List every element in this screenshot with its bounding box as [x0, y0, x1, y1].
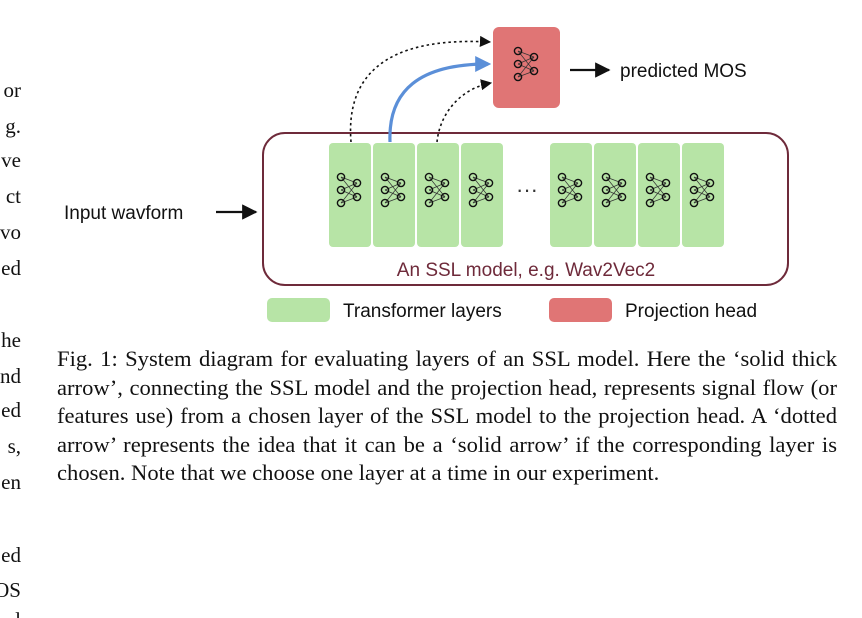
left-fragment: vo: [0, 220, 21, 244]
layer-network-icon: [380, 172, 406, 208]
left-fragment: ct: [5, 184, 21, 208]
dotted-arrow-layer-3: [436, 79, 493, 143]
left-fragment: ve: [1, 148, 21, 172]
left-fragment: s,: [7, 434, 21, 458]
projection-network-icon: [513, 46, 539, 82]
dotted-arrow-layer-1: [349, 35, 492, 143]
figure-caption: Fig. 1: System diagram for evaluating la…: [57, 346, 837, 486]
layer-network-icon: [468, 172, 494, 208]
left-fragment: ed: [1, 398, 21, 422]
output-label: predicted MOS: [620, 61, 747, 82]
system-diagram: An SSL model, e.g. Wav2Vec2 ··· Input wa…: [64, 27, 789, 322]
legend-swatch-transformer: [267, 298, 330, 322]
transformer-layers: [329, 143, 724, 247]
solid-thick-arrow: [388, 56, 492, 143]
legend-label-projection: Projection head: [625, 301, 757, 322]
left-fragment: OS: [0, 578, 21, 602]
layer-network-icon: [557, 172, 583, 208]
transformer-layer-block: [373, 143, 415, 247]
transformer-layer-block: [682, 143, 724, 247]
left-fragment: en: [1, 470, 21, 494]
left-column-fragments: or g. ve ct vo ed he nd ed s, en ed OS l: [0, 0, 24, 618]
left-fragment: ed: [1, 256, 21, 280]
legend-swatch-projection: [549, 298, 612, 322]
left-fragment: nd: [0, 364, 21, 388]
layer-network-icon: [424, 172, 450, 208]
layer-network-icon: [689, 172, 715, 208]
left-fragment: l: [15, 610, 21, 618]
layer-network-icon: [645, 172, 671, 208]
legend-label-transformer: Transformer layers: [343, 301, 502, 322]
left-fragment: ed: [1, 543, 21, 567]
left-fragment: or: [3, 78, 22, 102]
layer-network-icon: [336, 172, 362, 208]
left-fragment: he: [1, 328, 21, 352]
transformer-layer-block: [329, 143, 371, 247]
left-fragment: g.: [5, 114, 21, 138]
layers-ellipsis: ···: [516, 177, 538, 202]
transformer-layer-block: [594, 143, 636, 247]
layer-network-icon: [601, 172, 627, 208]
transformer-layer-block: [417, 143, 459, 247]
input-label: Input wavform: [64, 203, 183, 224]
transformer-layer-block: [550, 143, 592, 247]
ssl-model-label: An SSL model, e.g. Wav2Vec2: [397, 260, 655, 281]
transformer-layer-block: [461, 143, 503, 247]
transformer-layer-block: [638, 143, 680, 247]
ssl-model-box: [262, 132, 789, 286]
